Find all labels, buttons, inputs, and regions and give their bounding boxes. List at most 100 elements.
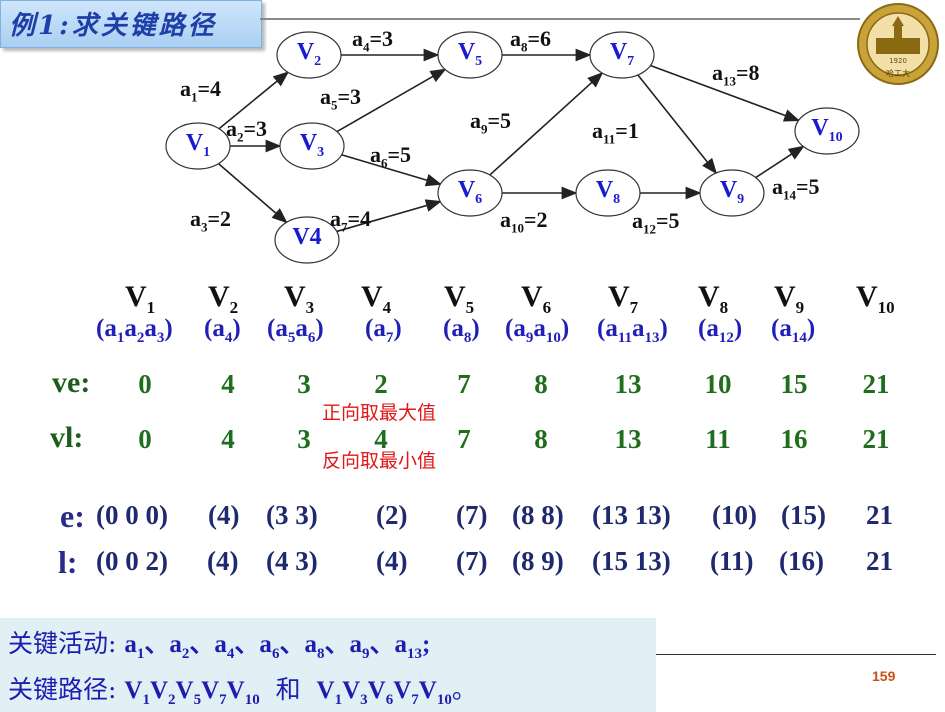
l-value-2: (4) xyxy=(207,546,239,576)
critical-activities-label: 关键活动: xyxy=(8,629,117,658)
aoe-network-graph xyxy=(165,31,860,264)
conclusion-box xyxy=(0,618,656,712)
e-value-1: (0 0 0) xyxy=(96,500,168,530)
edge-label-a5: a5=3 xyxy=(320,84,362,113)
activity-group-5: (a8) xyxy=(443,315,480,346)
vertex-header-3: V3 xyxy=(284,280,315,317)
edge-V7-V9 xyxy=(637,74,718,175)
ve-value-4: 2 xyxy=(374,369,388,399)
l-value-3: (4 3) xyxy=(266,546,318,576)
vertex-header-10: V10 xyxy=(856,280,895,317)
l-value-10: 21 xyxy=(866,546,893,576)
ve-value-6: 8 xyxy=(534,369,548,399)
slide-title: 例1:求关键路径 xyxy=(9,11,217,41)
edge-label-a8: a8=6 xyxy=(510,26,552,55)
vl-value-2: 4 xyxy=(221,424,235,454)
ve-value-2: 4 xyxy=(221,369,235,399)
critical-paths: 关键路径: V1V2V5V7V10 和 V1V3V6V7V10。 xyxy=(8,675,477,708)
activity-group-3: (a5a6) xyxy=(267,315,324,346)
activity-group-1: (a1a2a3) xyxy=(96,315,173,346)
edge-label-a13: a13=8 xyxy=(712,60,760,89)
edge-label-a2: a2=3 xyxy=(226,116,268,145)
e-value-10: 21 xyxy=(866,500,893,530)
vertex-header-4: V4 xyxy=(361,280,392,317)
vl-value-1: 0 xyxy=(138,424,152,454)
ve-value-1: 0 xyxy=(138,369,152,399)
ve-value-3: 3 xyxy=(297,369,311,399)
title-box: 例1:求关键路径 xyxy=(0,0,262,48)
edge-label-a4: a4=3 xyxy=(352,26,394,55)
vl-value-9: 16 xyxy=(780,424,808,454)
ve-value-10: 21 xyxy=(862,369,890,399)
title-divider xyxy=(260,18,860,20)
node-label-V7: V7 xyxy=(609,39,635,69)
activity-group-4: (a7) xyxy=(365,315,402,346)
vl-value-3: 3 xyxy=(297,424,311,454)
vl-note: 反向取最小值 xyxy=(322,450,437,472)
ve-value-8: 10 xyxy=(704,369,732,399)
node-V3 xyxy=(279,122,345,170)
ve-label: ve: xyxy=(52,366,91,399)
vertex-header-6: V6 xyxy=(521,280,552,317)
ve-value-7: 13 xyxy=(614,369,642,399)
node-V8 xyxy=(575,169,641,217)
vl-value-4: 4 xyxy=(374,424,388,454)
node-V7 xyxy=(589,31,655,79)
vertex-header-9: V9 xyxy=(774,280,805,317)
e-value-9: (15) xyxy=(781,500,826,530)
node-V5 xyxy=(437,31,503,79)
node-label-V2: V2 xyxy=(296,39,322,69)
edge-label-a6: a6=5 xyxy=(370,142,412,171)
l-value-7: (15 13) xyxy=(592,546,671,576)
edge-V3-V6 xyxy=(341,154,442,187)
node-label-V4: V4 xyxy=(292,224,322,250)
node-label-V6: V6 xyxy=(457,177,483,207)
edge-V6-V7 xyxy=(489,71,604,176)
logo-year: 1920 xyxy=(889,57,907,65)
ve-value-9: 15 xyxy=(780,369,808,399)
e-value-4: (2) xyxy=(376,500,408,530)
node-V6 xyxy=(437,169,503,217)
e-value-2: (4) xyxy=(208,500,240,530)
ve-note: 正向取最大值 xyxy=(322,402,437,424)
vertex-header-8: V8 xyxy=(698,280,729,317)
edge-label-a3: a3=2 xyxy=(190,206,232,235)
node-label-V3: V3 xyxy=(299,130,325,160)
edge-label-a1: a1=4 xyxy=(180,76,222,105)
vertex-header-1: V1 xyxy=(125,280,156,317)
vertex-header-7: V7 xyxy=(608,280,639,317)
vl-value-8: 11 xyxy=(705,424,731,454)
edge-label-a14: a14=5 xyxy=(772,174,820,203)
edge-V4-V6 xyxy=(336,199,442,233)
logo-text: 哈工大 xyxy=(886,68,910,78)
edge-V7-V10 xyxy=(650,64,801,122)
node-label-V1: V1 xyxy=(185,130,211,160)
node-label-V9: V9 xyxy=(719,177,745,207)
activity-group-2: (a4) xyxy=(204,315,241,346)
page-number: 159 xyxy=(872,668,896,684)
e-value-7: (13 13) xyxy=(592,500,671,530)
vertex-header-2: V2 xyxy=(208,280,239,317)
node-label-V10: V10 xyxy=(811,115,843,145)
e-label: e: xyxy=(60,498,85,534)
node-V4 xyxy=(274,216,340,264)
l-value-1: (0 0 2) xyxy=(96,546,168,576)
l-label: l: xyxy=(58,544,78,580)
node-V1 xyxy=(165,122,231,170)
activity-group-8: (a12) xyxy=(698,315,743,346)
critical-activities: 关键活动: a1、a2、a4、a6、a8、a9、a13; xyxy=(8,629,431,662)
vertex-header-5: V5 xyxy=(444,280,475,317)
critical-paths-label: 关键路径: xyxy=(8,675,117,704)
edge-V1-V4 xyxy=(217,163,288,224)
e-value-6: (8 8) xyxy=(512,500,564,530)
edge-label-a9: a9=5 xyxy=(470,108,512,137)
l-value-4: (4) xyxy=(376,546,408,576)
node-V9 xyxy=(699,169,765,217)
edge-V3-V5 xyxy=(336,68,447,133)
edge-label-a12: a12=5 xyxy=(632,208,680,237)
ve-value-5: 7 xyxy=(457,369,471,399)
e-value-8: (10) xyxy=(712,500,757,530)
edge-label-a11: a11=1 xyxy=(592,118,639,147)
l-value-6: (8 9) xyxy=(512,546,564,576)
